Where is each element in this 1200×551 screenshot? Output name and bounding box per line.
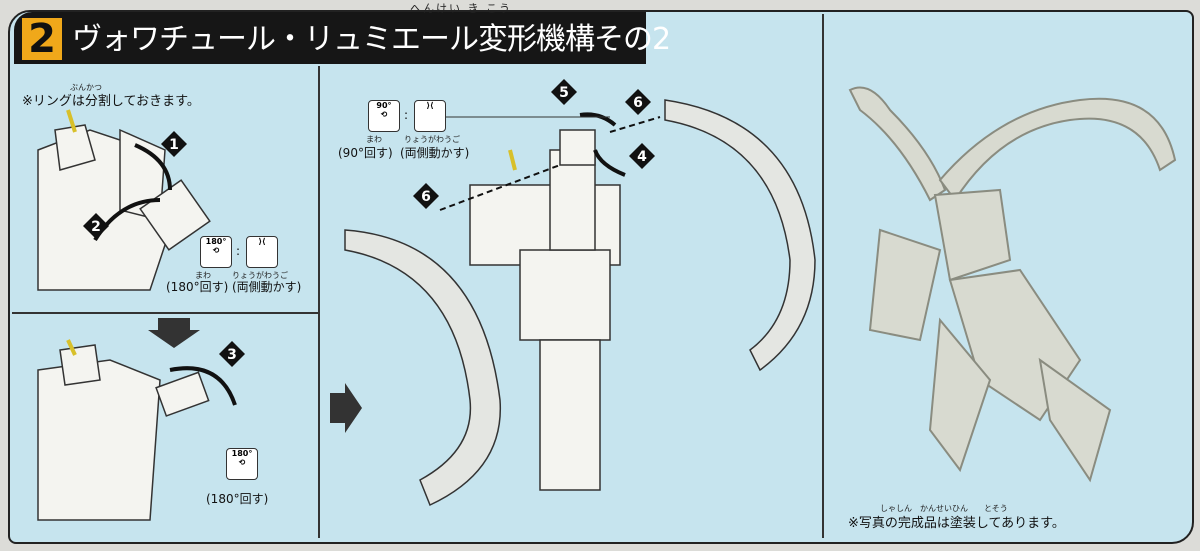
caption-move-both-sides: (両側動かす) <box>232 280 302 294</box>
note-ruby: ぶんかつ <box>70 83 102 92</box>
rotate-180-icon-2: 180°⟲ <box>226 448 258 480</box>
arrow-step-3 <box>169 366 237 406</box>
svg-text:5: 5 <box>559 85 569 101</box>
caption-rotate-180: (180°回す) <box>166 280 229 294</box>
step-badge-6a: 6 <box>625 89 651 115</box>
step-badge-2: 2 <box>83 213 109 239</box>
arrow-step-5 <box>579 112 617 127</box>
divider-right <box>822 14 824 538</box>
completed-model-photo <box>848 86 1177 483</box>
robot-illustration-bottom <box>37 339 210 521</box>
divider-left <box>318 66 320 538</box>
svg-text:6: 6 <box>421 189 431 205</box>
step-number-badge: 2 <box>22 18 62 60</box>
title-bar <box>14 12 646 64</box>
svg-text:4: 4 <box>637 149 647 165</box>
rotate-180-icon: 180°⟲ <box>200 236 232 268</box>
robot-illustration-middle <box>469 129 621 491</box>
ring-split-note: ※リングは分割しておきます。 <box>22 94 200 109</box>
guide-line-6a <box>439 164 561 211</box>
right-arrow-icon <box>330 383 362 433</box>
step-badge-6b: 6 <box>413 183 439 209</box>
svg-text:2: 2 <box>91 219 101 235</box>
arrow-step-1 <box>134 143 172 191</box>
guide-line-6b <box>609 116 661 133</box>
step-badge-5: 5 <box>551 79 577 105</box>
step-badge-4: 4 <box>629 143 655 169</box>
photo-note-ruby: しゃしん かんせいひん とそう <box>880 504 1008 513</box>
caption-move-both-sides-2: (両側動かす) <box>400 146 470 160</box>
page-title: ヴォワチュール・リュミエール変形機構その2 <box>72 22 671 57</box>
down-arrow-icon <box>148 318 200 348</box>
svg-text:6: 6 <box>633 95 643 111</box>
move-both-sides-icon: ⟩⟨ <box>246 236 278 268</box>
step-badge-3: 3 <box>219 341 245 367</box>
rotate-90-icon: 90°⟲ <box>368 100 400 132</box>
svg-text:1: 1 <box>169 137 179 153</box>
caption-rotate-180-2: (180°回す) <box>206 492 269 506</box>
ring-right <box>664 99 816 372</box>
title-ruby: へんけい き こう <box>410 2 512 15</box>
svg-text:3: 3 <box>227 347 237 363</box>
step-badge-1: 1 <box>161 131 187 157</box>
ring-left <box>344 229 502 507</box>
painted-model-note: ※写真の完成品は塗装してあります。 <box>848 516 1065 531</box>
caption-rotate-90: (90°回す) <box>338 146 393 160</box>
robot-illustration-top <box>37 109 211 291</box>
divider-left-horizontal <box>12 312 318 314</box>
arrow-step-4 <box>593 149 626 177</box>
move-both-sides-icon-2: ⟩⟨ <box>414 100 446 132</box>
